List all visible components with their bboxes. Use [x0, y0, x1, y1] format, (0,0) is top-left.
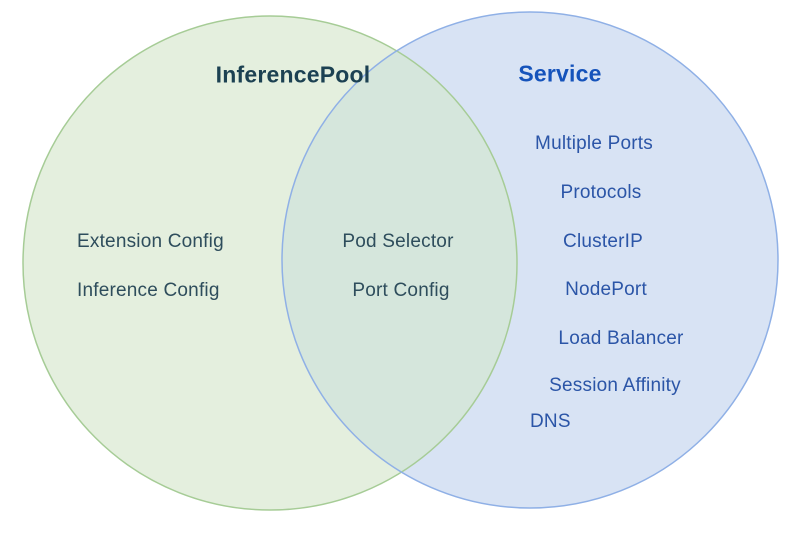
- inferencepool-circle-border: [22, 15, 518, 511]
- service-circle-border: [281, 11, 779, 509]
- service-item-protocols: Protocols: [560, 182, 642, 203]
- service-title: Service: [518, 60, 602, 87]
- overlap-item-port-config: Port Config: [352, 280, 450, 301]
- service-item-clusterip: ClusterIP: [563, 231, 643, 252]
- service-item-dns: DNS: [530, 411, 571, 432]
- inferencepool-item-inference-config: Inference Config: [77, 280, 220, 301]
- inferencepool-title: InferencePool: [215, 61, 371, 88]
- service-item-multiple-ports: Multiple Ports: [535, 133, 653, 154]
- service-item-load-balancer: Load Balancer: [558, 328, 684, 349]
- inferencepool-item-extension-config: Extension Config: [77, 231, 224, 252]
- service-item-session-affinity: Session Affinity: [549, 375, 681, 396]
- overlap-item-pod-selector: Pod Selector: [342, 231, 454, 252]
- overlap-region: [282, 16, 517, 508]
- service-item-nodeport: NodePort: [565, 279, 647, 300]
